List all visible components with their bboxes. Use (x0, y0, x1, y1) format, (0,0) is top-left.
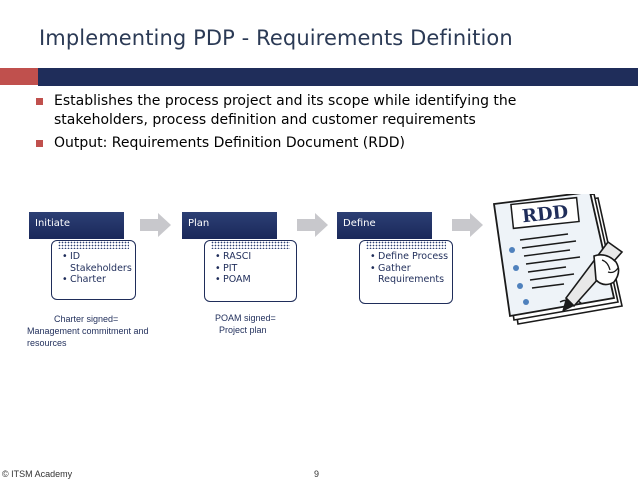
note-poam-signed: POAM signed= (215, 313, 276, 323)
stage-initiate-header: Initiate (29, 212, 124, 239)
footer-copyright: © ITSM Academy (2, 469, 73, 479)
stage-item: Charter (62, 274, 135, 286)
rdd-label: RDD (521, 202, 569, 228)
title-divider-line (38, 85, 638, 86)
stage-plan-header: Plan (182, 212, 277, 239)
stage-item: ID Stakeholders (62, 251, 135, 274)
dotted-band (58, 241, 129, 249)
dotted-band (211, 241, 290, 249)
bullet-square-icon (36, 98, 43, 105)
stage-item: Define Process (370, 251, 452, 263)
stage-item: Gather Requirements (370, 263, 452, 286)
flow-arrow-icon (297, 213, 328, 237)
flow-arrow-icon (452, 213, 483, 237)
bullet-square-icon (36, 140, 43, 147)
bullet-text: Output: Requirements Definition Document… (54, 135, 406, 151)
note-charter-signed: Charter signed= (54, 314, 119, 324)
stage-plan-box: RASCI PIT POAM (204, 240, 297, 302)
bullet-item: Establishes the process project and its … (34, 92, 614, 130)
stage-define-box: Define Process Gather Requirements (359, 240, 453, 304)
stage-initiate-label: Initiate (35, 218, 70, 229)
stage-initiate-box: ID Stakeholders Charter (51, 240, 136, 300)
stage-plan-items: RASCI PIT POAM (205, 249, 296, 286)
flow-arrow-icon (140, 213, 171, 237)
stage-define-label: Define (343, 218, 376, 229)
stage-item: PIT (215, 263, 296, 275)
stage-item: RASCI (215, 251, 296, 263)
rdd-document-icon: RDD (492, 194, 624, 325)
note-project-plan: Project plan (219, 325, 267, 335)
page-number: 9 (314, 469, 320, 479)
bullet-list: Establishes the process project and its … (34, 92, 614, 157)
slide-title: Implementing PDP - Requirements Definiti… (39, 26, 513, 50)
stage-initiate-items: ID Stakeholders Charter (52, 249, 135, 286)
stage-item: POAM (215, 274, 296, 286)
note-management-commitment: Management commitment and (27, 326, 149, 336)
stage-define-items: Define Process Gather Requirements (360, 249, 452, 286)
stage-plan-label: Plan (188, 218, 210, 229)
stage-define-header: Define (337, 212, 432, 239)
note-resources: resources (27, 338, 67, 348)
bullet-item: Output: Requirements Definition Document… (34, 134, 614, 153)
title-divider-bar (38, 68, 638, 85)
title-accent-bar (0, 68, 38, 85)
dotted-band (366, 241, 446, 249)
bullet-text: Establishes the process project and its … (54, 93, 517, 128)
